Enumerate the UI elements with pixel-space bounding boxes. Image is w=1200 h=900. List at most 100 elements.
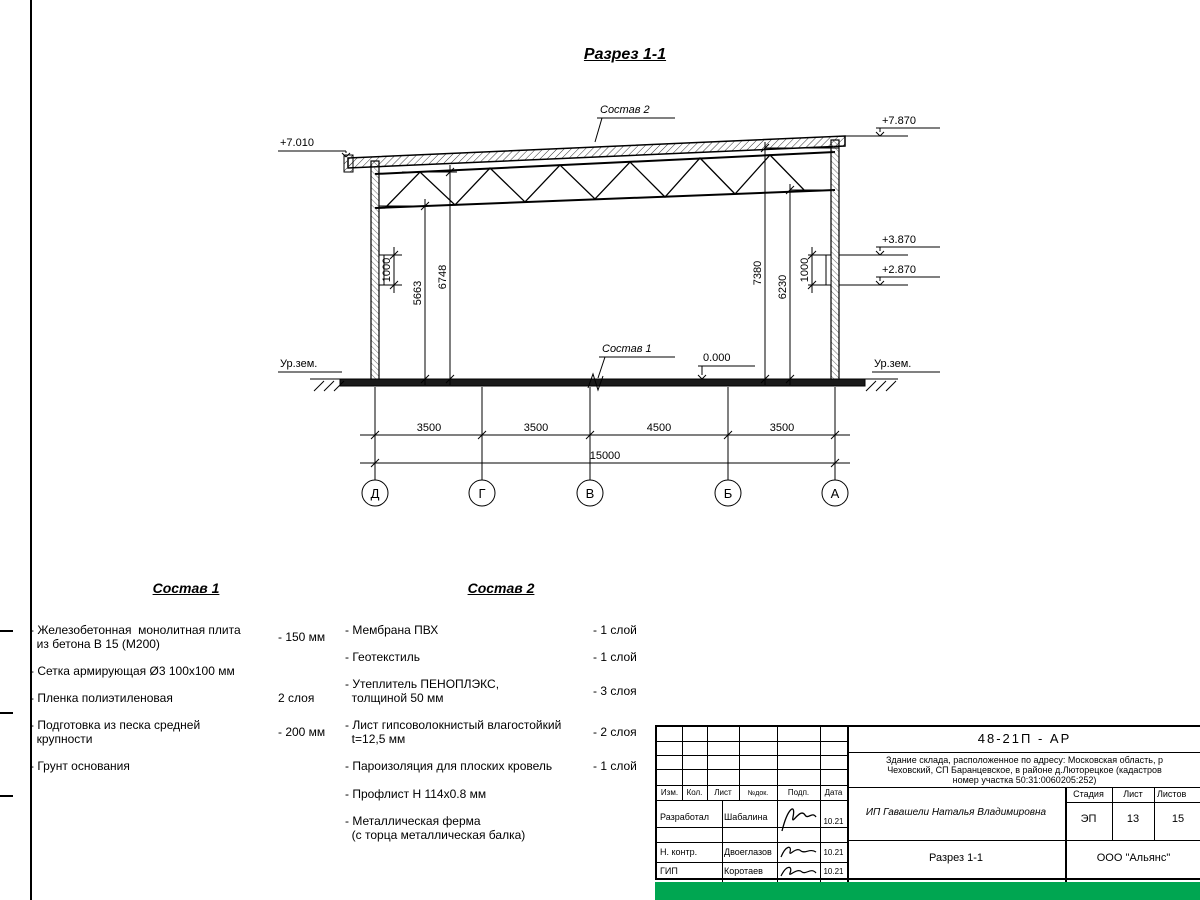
doc-code: 48-21П - АР <box>977 731 1072 746</box>
address-line-3: номер участка 50:31:0060205:252) <box>952 775 1097 785</box>
tb-line <box>739 727 740 800</box>
elevation-marks <box>278 117 940 380</box>
list-item: - Подготовка из песка средней крупности … <box>30 718 342 746</box>
dim-left-5663: 5663 <box>412 281 424 305</box>
elev-right-2-label: +2.870 <box>882 264 916 276</box>
axis-label-d: Д <box>371 486 380 501</box>
item-name: - Сетка армирующая Ø3 100х100 мм <box>30 663 235 678</box>
title-block: 48-21П - АР Здание склада, расположенное… <box>655 725 1200 882</box>
tb-line <box>777 727 778 882</box>
sheet-frame-left-line <box>30 0 32 900</box>
dim-left-6748: 6748 <box>437 265 449 289</box>
dim-right-1000: 1000 <box>799 258 811 282</box>
axis-label-g: Г <box>478 486 485 501</box>
signature-shabalina <box>781 808 817 832</box>
vertical-dimension-labels: 1000 5663 6748 7380 6230 1000 <box>381 258 811 305</box>
sheet-value: 13 <box>1126 813 1140 825</box>
sostav2-block: Состав 2 - Мембрана ПВХ - 1 слой - Геоте… <box>345 580 657 855</box>
address-line-2: Чеховский, СП Баранцевское, в районе д.Л… <box>887 765 1162 775</box>
tb-line <box>847 787 1200 788</box>
sostav1-title: Состав 1 <box>152 580 220 596</box>
item-value: - 1 слой <box>593 759 637 774</box>
axis-label-v: В <box>586 486 595 501</box>
item-name: - Грунт основания <box>30 759 130 774</box>
section-drawing: +7.010 +7.870 +3.870 +2.870 0.000 Ур.зем… <box>278 104 940 507</box>
item-name: - Пленка полиэтиленовая <box>30 690 173 705</box>
axis-bubbles <box>361 479 849 507</box>
list-item: - Грунт основания <box>30 759 342 773</box>
col-header-ndok: №док. <box>747 790 769 797</box>
dim-right-7380: 7380 <box>752 261 764 285</box>
sheets-label: Листов <box>1157 789 1187 799</box>
list-item: - Лист гипсоволокнистый влагостойкий t=1… <box>345 718 657 746</box>
client-name: ИП Гавашели Наталья Владимировна <box>865 807 1047 818</box>
row-role: Разработал <box>660 812 709 822</box>
ground-left-label: Ур.зем. <box>280 358 317 370</box>
tb-line <box>820 727 821 882</box>
row-name: Шабалина <box>724 812 768 822</box>
dim-bottom-3: 4500 <box>647 422 671 434</box>
item-value: - 1 слой <box>593 622 637 637</box>
tb-line <box>1112 787 1113 840</box>
tb-line <box>707 727 708 800</box>
item-name: - Мембрана ПВХ <box>345 622 439 637</box>
item-name: - Пароизоляция для плоских кровель <box>345 759 553 774</box>
tb-line <box>1154 787 1155 840</box>
address-line-1: Здание склада, расположенное по адресу: … <box>886 755 1163 765</box>
axis-label-b: Б <box>724 486 733 501</box>
elev-right-top-label: +7.870 <box>882 115 916 127</box>
frame-fold-mark <box>0 712 13 714</box>
stage-value: ЭП <box>1080 813 1097 825</box>
tb-line <box>657 862 847 863</box>
dim-left-1000: 1000 <box>381 258 393 282</box>
col-header-kol: Кол. <box>686 788 703 797</box>
item-value: - 150 мм <box>278 629 326 644</box>
right-wall <box>825 139 840 383</box>
item-value: 2 слоя <box>278 690 315 705</box>
tb-line <box>847 752 1200 753</box>
dim-bottom-1: 3500 <box>417 422 441 434</box>
item-name: - Железобетонная монолитная плита из бет… <box>30 622 241 651</box>
tb-line <box>682 727 683 800</box>
tb-line <box>722 800 723 882</box>
item-name: - Лист гипсоволокнистый влагостойкий t=1… <box>345 718 562 747</box>
horizontal-dimensions <box>360 387 850 480</box>
item-name: - Геотекстиль <box>345 649 420 664</box>
dim-total: 15000 <box>590 450 621 462</box>
green-bar <box>655 882 1200 900</box>
elev-left-label: +7.010 <box>280 137 314 149</box>
signature-korotaev <box>780 866 817 877</box>
axis-label-a: А <box>831 486 840 501</box>
row-name: Коротаев <box>724 866 763 876</box>
tb-line <box>847 727 849 882</box>
tb-line <box>657 769 847 770</box>
sheets-value: 15 <box>1171 813 1185 825</box>
row-name: Двоеглазов <box>724 847 772 857</box>
drawing-name: Разрез 1-1 <box>928 852 983 864</box>
axis-labels: Д Г В Б А <box>371 486 840 501</box>
tb-line <box>847 840 1200 841</box>
sostav1-block: Состав 1 - Железобетонная монолитная пли… <box>30 580 342 787</box>
elev-zero-label: 0.000 <box>703 352 731 364</box>
elev-right-1-label: +3.870 <box>882 234 916 246</box>
tb-line <box>657 785 847 786</box>
item-name: - Металлическая ферма (с торца металличе… <box>345 813 526 842</box>
signature-dvoeglazov <box>780 846 817 858</box>
list-item: - Геотекстиль - 1 слой <box>345 650 657 664</box>
item-value: - 200 мм <box>278 725 326 740</box>
tb-line <box>1065 787 1067 882</box>
list-item: - Сетка армирующая Ø3 100х100 мм <box>30 664 342 678</box>
floor-slab <box>310 372 898 392</box>
item-value: - 1 слой <box>593 649 637 664</box>
col-header-list: Лист <box>714 788 732 797</box>
row-date: 10.21 <box>823 867 844 876</box>
dim-bottom-2: 3500 <box>524 422 548 434</box>
item-name: - Утеплитель ПЕНОПЛЭКС, толщиной 50 мм <box>345 676 500 705</box>
row-date: 10.21 <box>823 848 844 857</box>
frame-fold-mark <box>0 630 13 632</box>
list-item: - Железобетонная монолитная плита из бет… <box>30 623 342 651</box>
item-value: - 3 слоя <box>593 683 637 698</box>
callout-top-label: Состав 2 <box>600 104 650 116</box>
tb-line <box>657 741 847 742</box>
col-header-data: Дата <box>824 788 843 797</box>
